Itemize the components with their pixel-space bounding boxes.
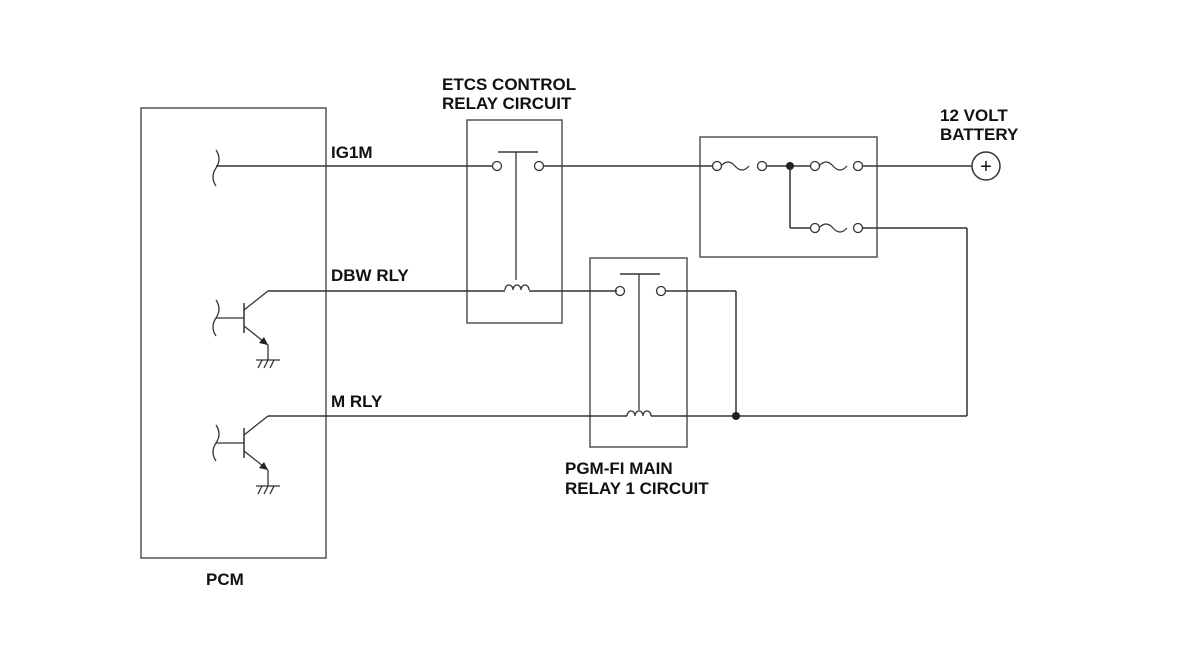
pgm-label-line2: RELAY 1 CIRCUIT [565, 479, 709, 498]
etcs-label-line1: ETCS CONTROL [442, 75, 576, 94]
ig1m-wire [212, 149, 493, 187]
fuse-top-left [711, 160, 810, 172]
battery-label-line1: 12 VOLT [940, 106, 1008, 125]
dbw-rly-label: DBW RLY [331, 266, 409, 285]
etcs-relay-box [466, 119, 563, 324]
ig1m-label: IG1M [331, 143, 373, 162]
etcs-relay-coil [504, 284, 530, 291]
battery-label-line2: BATTERY [940, 125, 1019, 144]
pcm-box [140, 107, 327, 559]
pgm-relay-coil [626, 410, 652, 417]
pgm-relay-switch [614, 273, 737, 416]
battery-plus-sign: + [980, 156, 992, 178]
pcm-label: PCM [206, 570, 244, 589]
mrly-wire [268, 412, 967, 420]
pgm-label-line1: PGM-FI MAIN [565, 459, 673, 478]
mrly-transistor [212, 415, 280, 495]
fuse-box [699, 136, 878, 258]
mrly-junction-dot [732, 412, 740, 420]
etcs-label-line2: RELAY CIRCUIT [442, 94, 572, 113]
battery-symbol: + [971, 151, 1001, 181]
etcs-relay-switch [491, 151, 713, 280]
dbw-transistor [212, 290, 280, 369]
m-rly-label: M RLY [331, 392, 383, 411]
fuse-top-right [809, 160, 972, 172]
fuse-bottom [789, 166, 968, 416]
